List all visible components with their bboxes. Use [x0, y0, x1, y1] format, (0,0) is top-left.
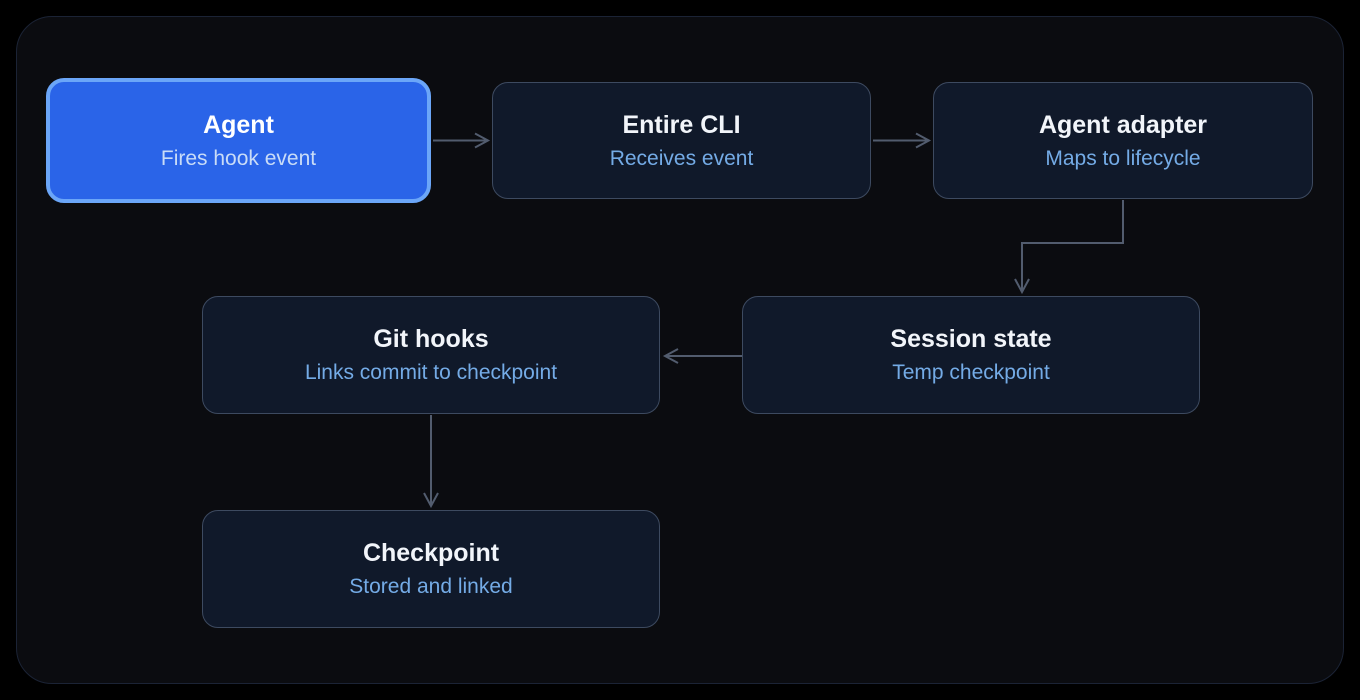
node-subtitle: Stored and linked — [349, 575, 513, 598]
node-session-state: Session state Temp checkpoint — [742, 296, 1200, 414]
node-subtitle: Links commit to checkpoint — [304, 361, 558, 384]
node-subtitle: Fires hook event — [160, 146, 317, 170]
node-agent-adapter: Agent adapter Maps to lifecycle — [933, 82, 1313, 199]
node-entire-cli: Entire CLI Receives event — [492, 82, 871, 199]
node-title: Session state — [890, 325, 1052, 353]
node-title: Agent adapter — [1038, 110, 1208, 139]
node-git-hooks: Git hooks Links commit to checkpoint — [202, 296, 660, 414]
node-title: Agent — [203, 110, 274, 139]
node-title: Git hooks — [373, 325, 489, 353]
node-subtitle: Receives event — [609, 146, 754, 170]
node-title: Checkpoint — [362, 539, 500, 567]
node-checkpoint: Checkpoint Stored and linked — [202, 510, 660, 628]
node-title: Entire CLI — [622, 110, 741, 139]
node-subtitle: Maps to lifecycle — [1045, 146, 1201, 170]
node-subtitle: Temp checkpoint — [892, 361, 1050, 384]
node-agent: Agent Fires hook event — [46, 78, 431, 203]
